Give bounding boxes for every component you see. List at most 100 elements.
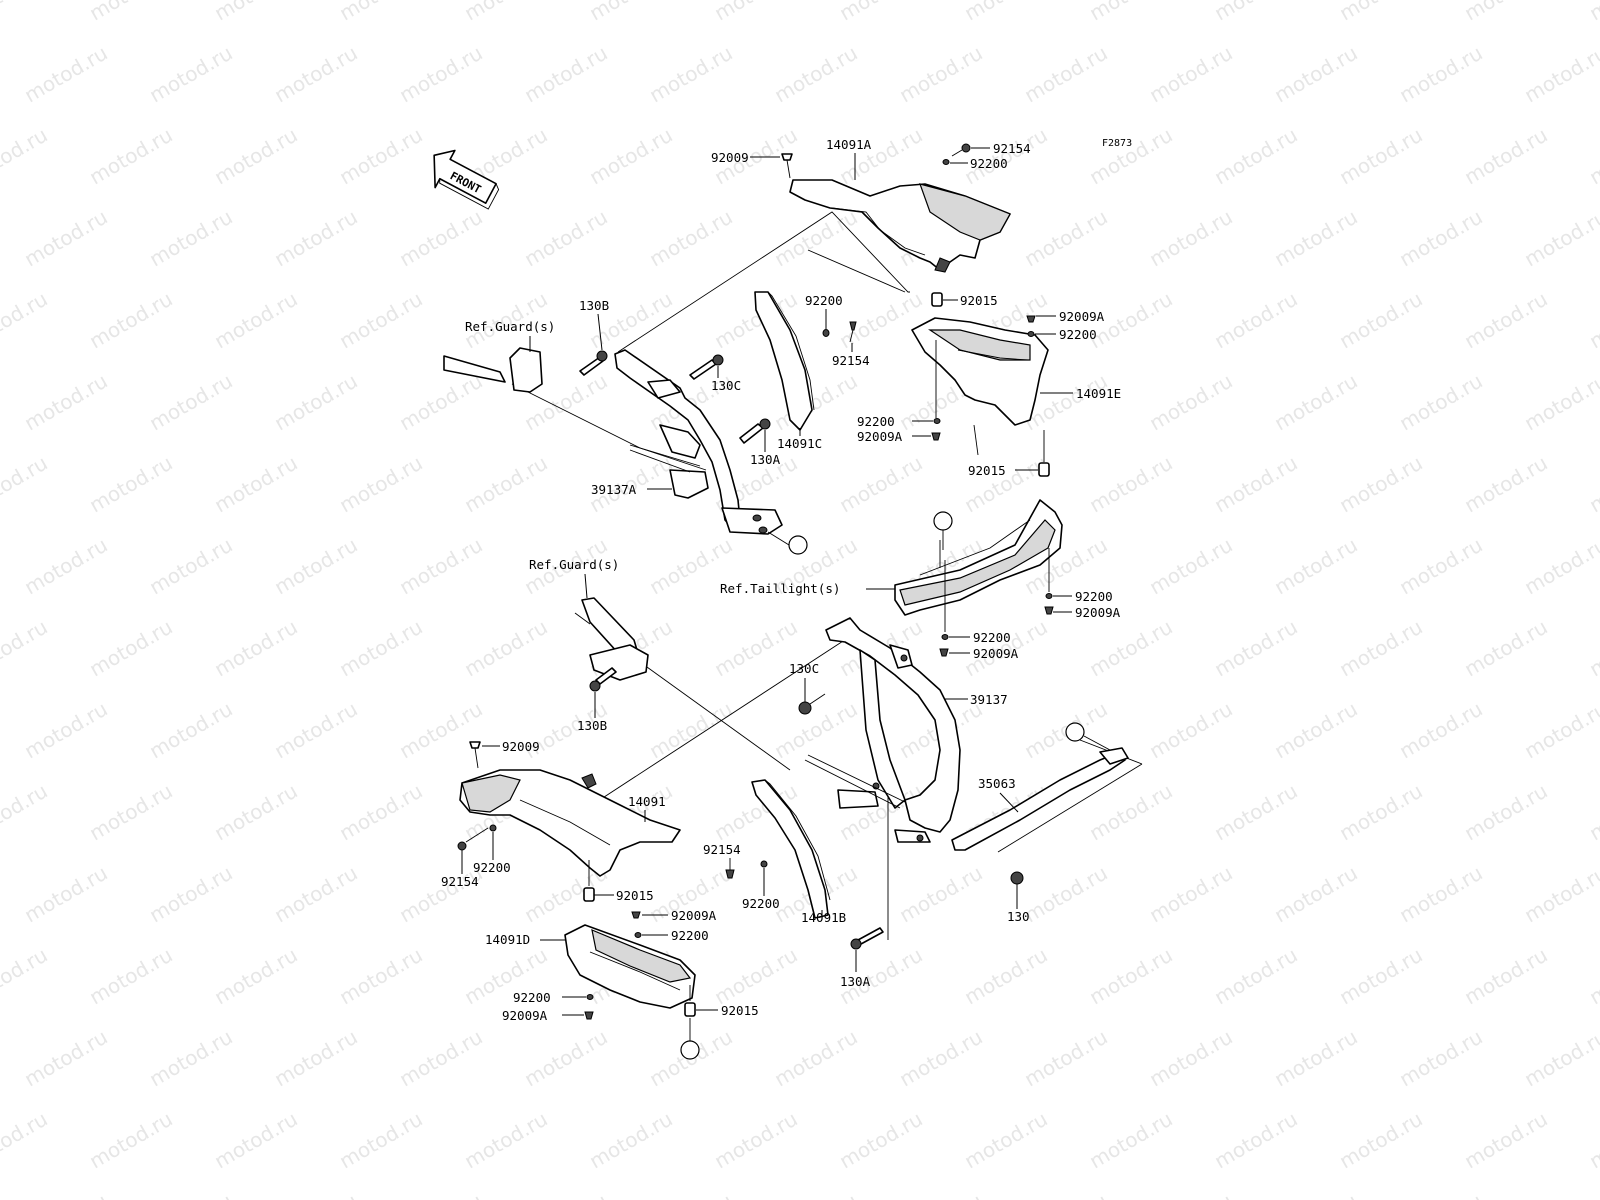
- guard-ref-top: [443, 347, 543, 393]
- label-92015-bl: 92015: [616, 888, 654, 903]
- label-92154-bm: 92154: [703, 842, 741, 857]
- ref-circle-A-top: [933, 511, 953, 550]
- screw-92009-top: [781, 153, 793, 179]
- collar-92015-top: [931, 292, 943, 307]
- washer-92200-r1: [1027, 331, 1035, 337]
- label-92154-top: 92154: [993, 141, 1031, 156]
- label-92015-top: 92015: [960, 293, 998, 308]
- label-92200-r1: 92200: [1059, 327, 1097, 342]
- guide-line: [571, 629, 861, 819]
- label-92009A-r1: 92009A: [1059, 309, 1105, 324]
- guide-line: [574, 612, 591, 625]
- washer-92200-bl3: [586, 994, 594, 1000]
- washer-92200-top: [942, 159, 950, 165]
- guide-line: [465, 827, 489, 843]
- label-92009A-bl: 92009A: [671, 908, 717, 923]
- cover-14091A: [789, 179, 1011, 273]
- label-92200-tl1: 92200: [1075, 589, 1113, 604]
- label-14091B: 14091B: [801, 910, 846, 925]
- bolt-92154-top: [951, 143, 971, 157]
- stay-35063: [951, 747, 1129, 851]
- label-92154-bl: 92154: [441, 874, 479, 889]
- bracket-39137A: [614, 349, 783, 535]
- label-92009-bottom: 92009: [502, 739, 540, 754]
- label-refguard-bottom: Ref.Guard(s): [529, 557, 619, 572]
- cover-14091D: [564, 924, 696, 1009]
- washer-92200-mid: [822, 329, 830, 337]
- label-92009-top: 92009: [711, 150, 749, 165]
- label-39137: 39137: [970, 692, 1008, 707]
- cover-14091: [459, 769, 681, 877]
- label-reftaillight: Ref.Taillight(s): [720, 581, 840, 596]
- washer-92200-tl2: [941, 634, 949, 640]
- bolt-130: [1010, 871, 1024, 885]
- screw-92009A-tl2: [939, 648, 949, 657]
- label-92009A-tl1: 92009A: [1075, 605, 1121, 620]
- label-92200-bl2: 92200: [671, 928, 709, 943]
- figure-code: F2873: [1102, 138, 1132, 149]
- washer-92200-r2: [933, 418, 941, 424]
- label-92009A-tl2: 92009A: [973, 646, 1019, 661]
- bolt-130A-top: [739, 418, 771, 444]
- collar-92015-r: [1038, 462, 1050, 477]
- collar-92015-bl: [583, 887, 595, 902]
- bolt-130A-bottom: [850, 927, 884, 950]
- screw-92009A-r1: [1026, 315, 1036, 323]
- bolt-130B-bottom: [589, 667, 617, 692]
- taillight-ref: [894, 499, 1063, 616]
- leader-line: [999, 792, 1019, 813]
- label-92200-r2: 92200: [857, 414, 895, 429]
- label-14091: 14091: [628, 794, 666, 809]
- label-92200-bl: 92200: [473, 860, 511, 875]
- label-130C-top: 130C: [711, 378, 741, 393]
- screw-92009A-bl: [631, 911, 641, 919]
- label-92200-top: 92200: [970, 156, 1008, 171]
- label-92200-mid: 92200: [805, 293, 843, 308]
- label-92009A-bl3: 92009A: [502, 1008, 548, 1023]
- bolt-92154-mid: [849, 321, 857, 343]
- bolt-130C-top: [689, 354, 724, 380]
- washer-92200-tl1: [1045, 593, 1053, 599]
- label-refguard-top: Ref.Guard(s): [465, 319, 555, 334]
- cover-14091C: [754, 291, 815, 431]
- label-130A-top: 130A: [750, 452, 781, 467]
- ref-circle-B-bottom: [1065, 722, 1111, 751]
- label-92154-mid: 92154: [832, 353, 870, 368]
- leader-line: [584, 573, 588, 599]
- label-130: 130: [1007, 909, 1030, 924]
- guide-line: [807, 249, 906, 293]
- ref-circle-A-bottom: [680, 1018, 700, 1060]
- screw-92009A-r2: [931, 432, 941, 441]
- screw-92009-bottom: [469, 741, 481, 769]
- guard-ref-bottom: [581, 597, 649, 681]
- front-arrow-icon: FRONT: [433, 149, 500, 210]
- washer-92200-bm: [760, 860, 768, 868]
- label-92200-bl3: 92200: [513, 990, 551, 1005]
- label-14091A: 14091A: [826, 137, 872, 152]
- label-39137A: 39137A: [591, 482, 637, 497]
- cover-14091E: [911, 317, 1049, 426]
- washer-92200-bl2: [634, 932, 642, 938]
- guide-line: [973, 424, 979, 456]
- leader-line: [597, 313, 603, 351]
- screw-92009A-bl3: [584, 1011, 594, 1020]
- label-130A-bottom: 130A: [840, 974, 871, 989]
- label-130B-top: 130B: [579, 298, 609, 313]
- label-35063: 35063: [978, 776, 1016, 791]
- bolt-130C-bottom: [798, 693, 826, 715]
- bracket-39137: [804, 617, 961, 843]
- label-14091C: 14091C: [777, 436, 822, 451]
- bolt-130B-top: [579, 350, 608, 376]
- label-92009A-r2: 92009A: [857, 429, 903, 444]
- ref-circle-B-top: [767, 531, 808, 555]
- guide-line: [639, 661, 791, 771]
- collar-92015-bl2: [684, 1002, 696, 1017]
- label-92015-r: 92015: [968, 463, 1006, 478]
- washer-92200-bl: [489, 824, 497, 832]
- label-92200-tl2: 92200: [973, 630, 1011, 645]
- label-130B-bottom: 130B: [577, 718, 607, 733]
- bolt-92154-bl: [457, 841, 467, 851]
- label-14091D: 14091D: [485, 932, 530, 947]
- label-14091E: 14091E: [1076, 386, 1121, 401]
